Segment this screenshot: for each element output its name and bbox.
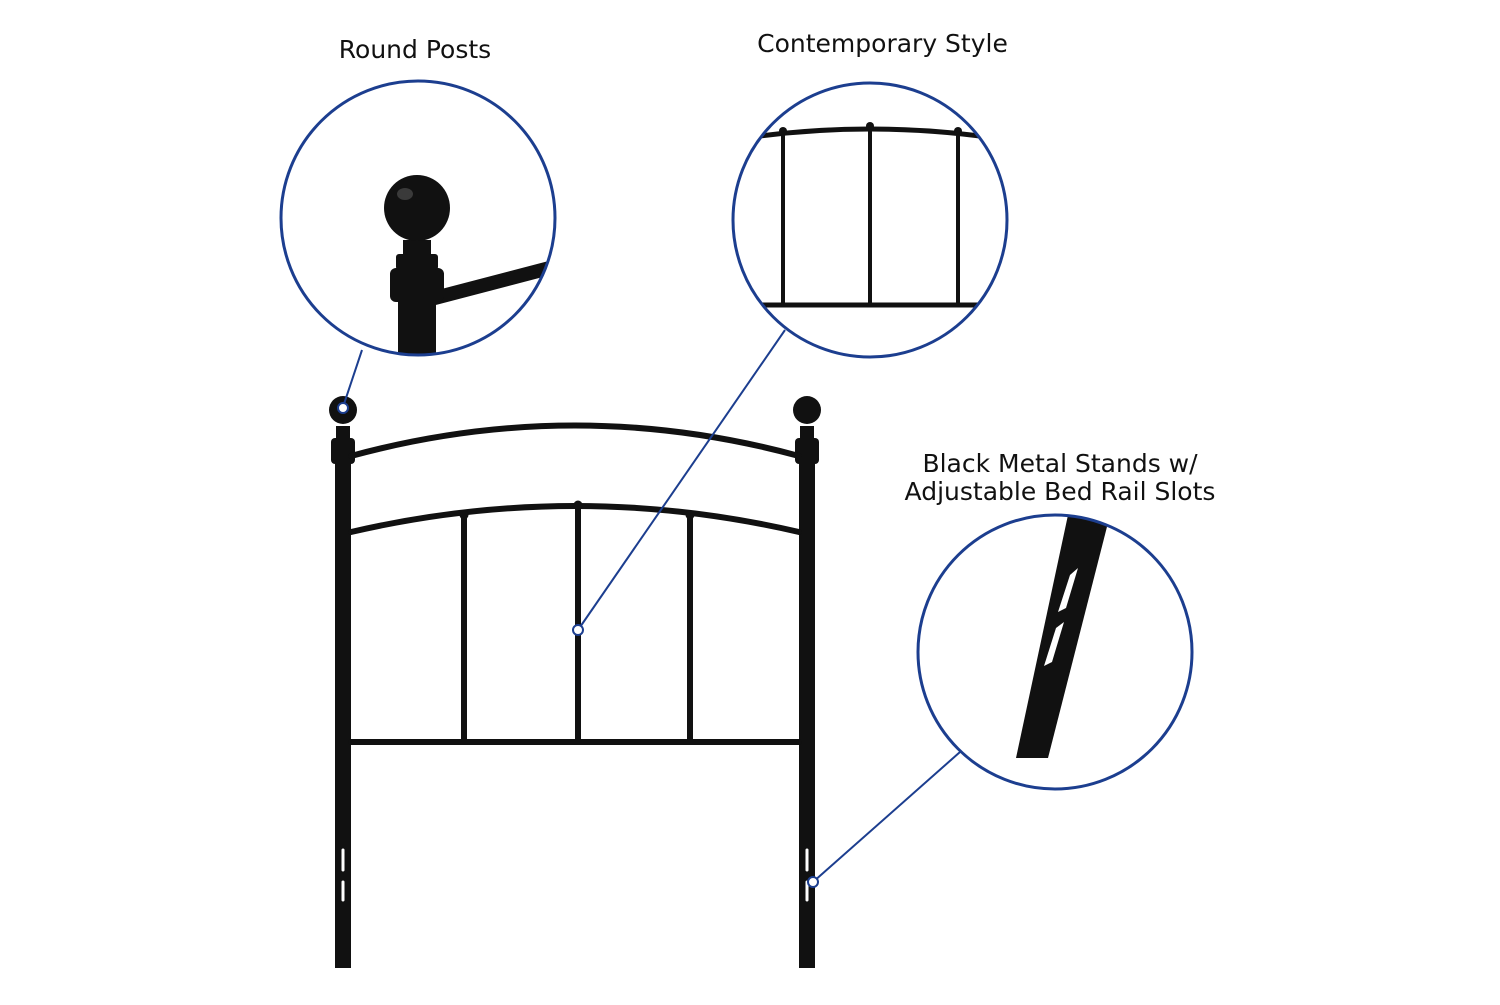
right-finial [793,396,821,424]
contemporary-style-zoom [731,81,1009,359]
headboard [329,396,821,968]
contemporary-style-label: Contemporary Style [757,29,1008,58]
round-posts-label: Round Posts [338,35,492,64]
right-post [799,460,815,968]
round-posts-zoom [279,79,557,357]
left-post [335,460,351,968]
top-rail [348,422,802,459]
left-post-collar [331,438,355,464]
leader-dots [337,402,819,888]
metal-stands-label-line1: Black Metal Stands w/ [922,449,1198,478]
leader-lines [342,329,961,883]
right-post-collar [795,438,819,464]
metal-stands-label: Black Metal Stands w/ Adjustable Bed Rai… [880,450,1240,506]
metal-stands-label-line2: Adjustable Bed Rail Slots [904,477,1216,506]
metal-stands-zoom [916,513,1194,791]
